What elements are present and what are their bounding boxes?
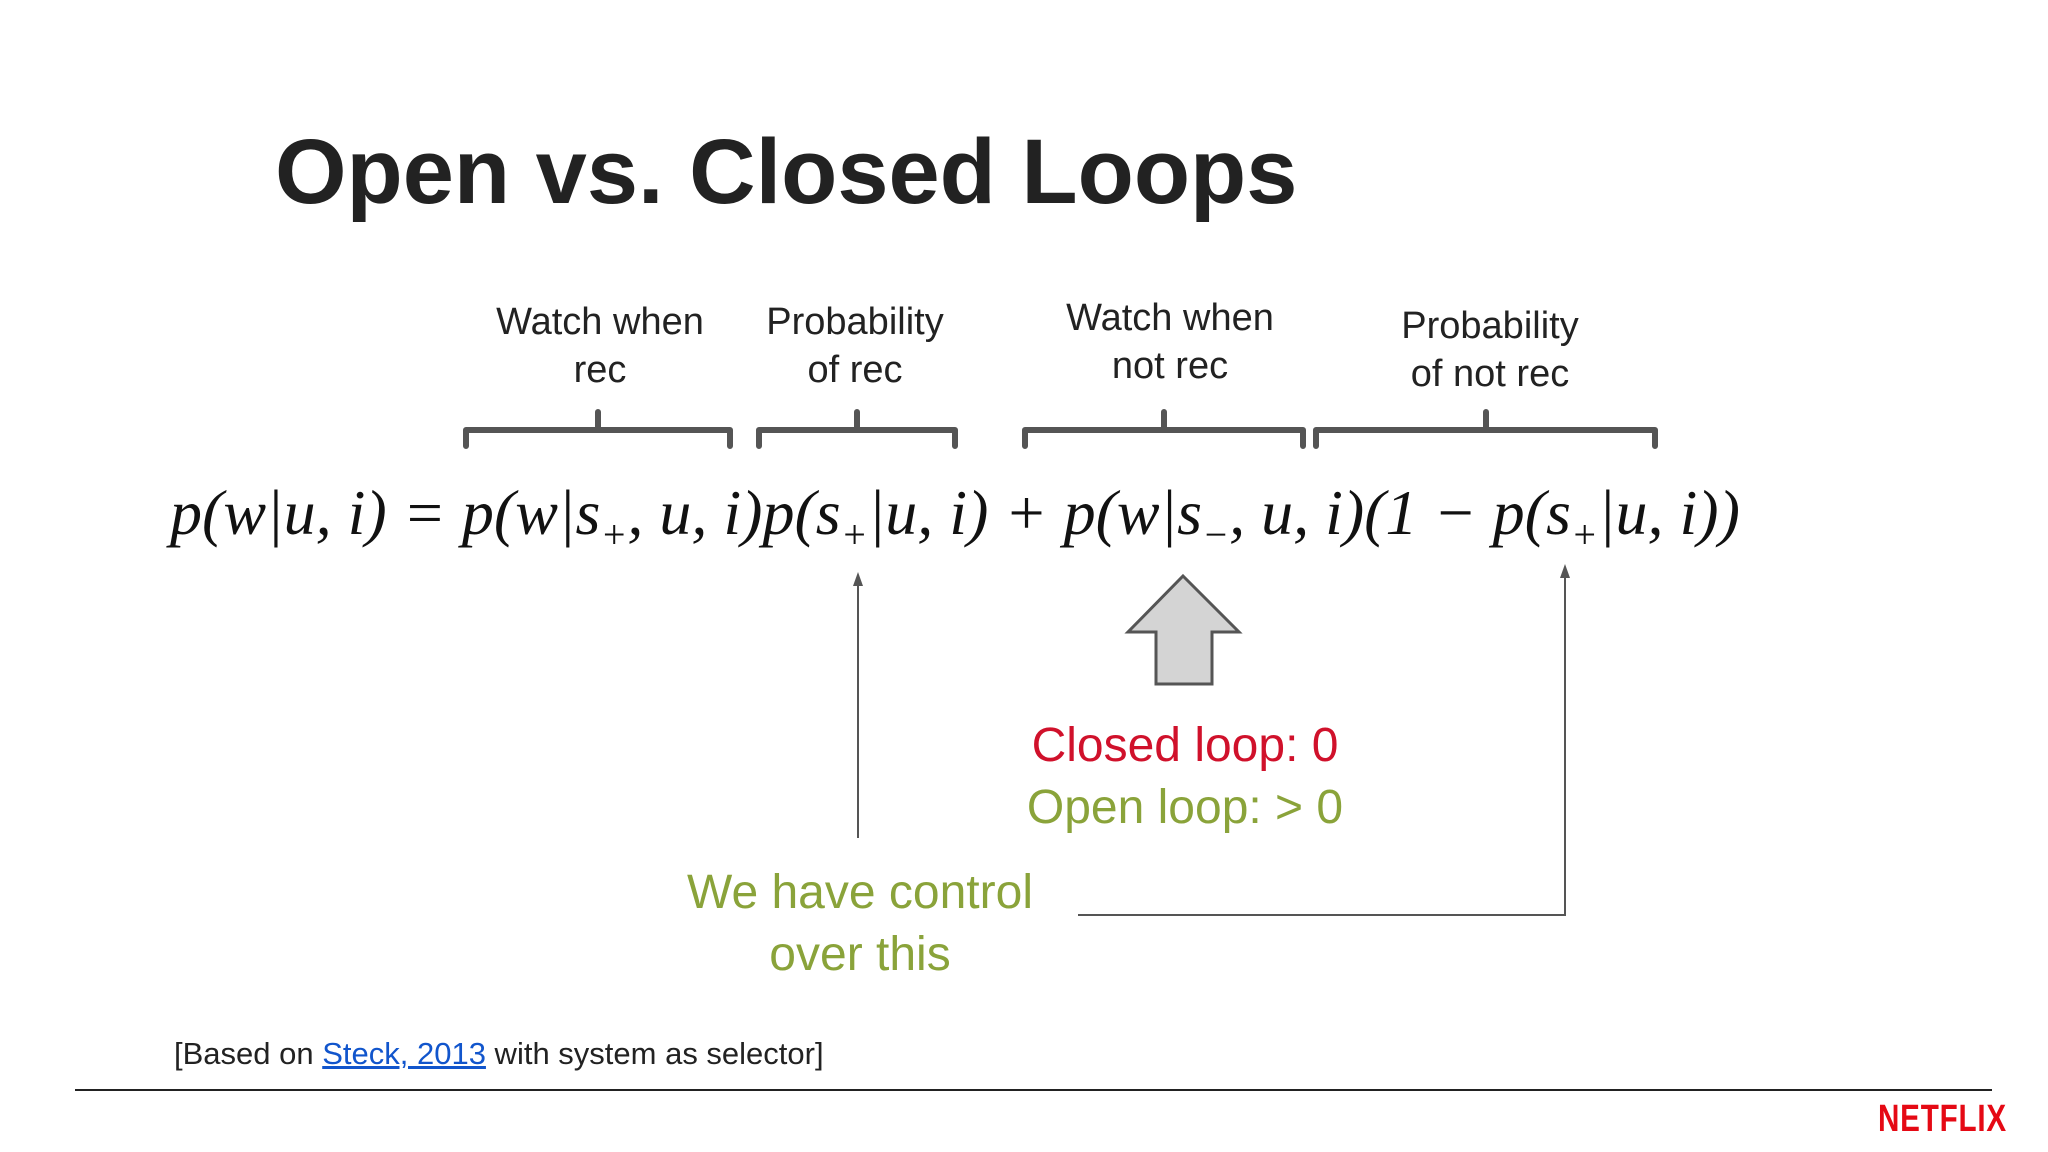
citation-prefix: [Based on <box>174 1036 323 1071</box>
label-line: of rec <box>807 349 903 391</box>
equation-part: , u, i)p(s <box>627 477 841 548</box>
bracket-watch-when-not-rec <box>1022 409 1306 449</box>
slide-title: Open vs. Closed Loops <box>275 121 1298 223</box>
equation-subscript: + <box>1570 511 1598 557</box>
open-loop-text: Open loop: > 0 <box>1026 781 1344 834</box>
footer-divider <box>75 1089 1992 1091</box>
equation-part: |u, i)) <box>1597 477 1740 548</box>
equation-part: p(w|u, i) = p(w|s <box>170 477 601 548</box>
label-line: Probability <box>766 301 944 343</box>
arrow-head-probability-of-rec <box>853 572 863 586</box>
equation-subscript: + <box>600 511 628 557</box>
bracket-probability-of-not-rec <box>1313 409 1658 449</box>
equation-part: , u, i)(1 − p(s <box>1229 477 1571 548</box>
arrow-line-probability-of-not-rec <box>1078 576 1566 916</box>
citation: [Based on Steck, 2013 with system as sel… <box>174 1036 824 1072</box>
label-line: rec <box>573 349 627 391</box>
control-note-line: We have control <box>687 866 1033 919</box>
control-note: We have control over this <box>660 862 1060 986</box>
citation-suffix: with system as selector] <box>485 1036 824 1071</box>
label-line: of not rec <box>1410 353 1570 395</box>
label-line: Watch when <box>496 301 704 343</box>
label-line: Watch when <box>1066 297 1274 339</box>
label-watch-when-not-rec: Watch when not rec <box>1025 294 1315 390</box>
bracket-watch-when-rec <box>463 409 733 449</box>
arrow-head-probability-of-not-rec <box>1560 564 1570 578</box>
label-watch-when-rec: Watch when rec <box>465 298 735 394</box>
equation-part: |u, i) + p(w|s <box>867 477 1203 548</box>
equation-subscript: − <box>1202 511 1230 557</box>
label-probability-of-rec: Probability of rec <box>735 298 975 394</box>
label-line: Probability <box>1401 305 1579 347</box>
label-line: not rec <box>1111 345 1229 387</box>
equation: p(w|u, i) = p(w|s+, u, i)p(s+|u, i) + p(… <box>170 476 1740 558</box>
netflix-logo: NETFLIX <box>1878 1098 2007 1140</box>
bracket-probability-of-rec <box>756 409 958 449</box>
label-probability-of-not-rec: Probability of not rec <box>1345 302 1635 398</box>
citation-link[interactable]: Steck, 2013 <box>322 1036 486 1071</box>
closed-loop-text: Closed loop: 0 <box>1031 719 1339 772</box>
up-arrow-icon <box>1124 573 1243 686</box>
equation-subscript: + <box>840 511 868 557</box>
control-note-line: over this <box>769 928 951 981</box>
